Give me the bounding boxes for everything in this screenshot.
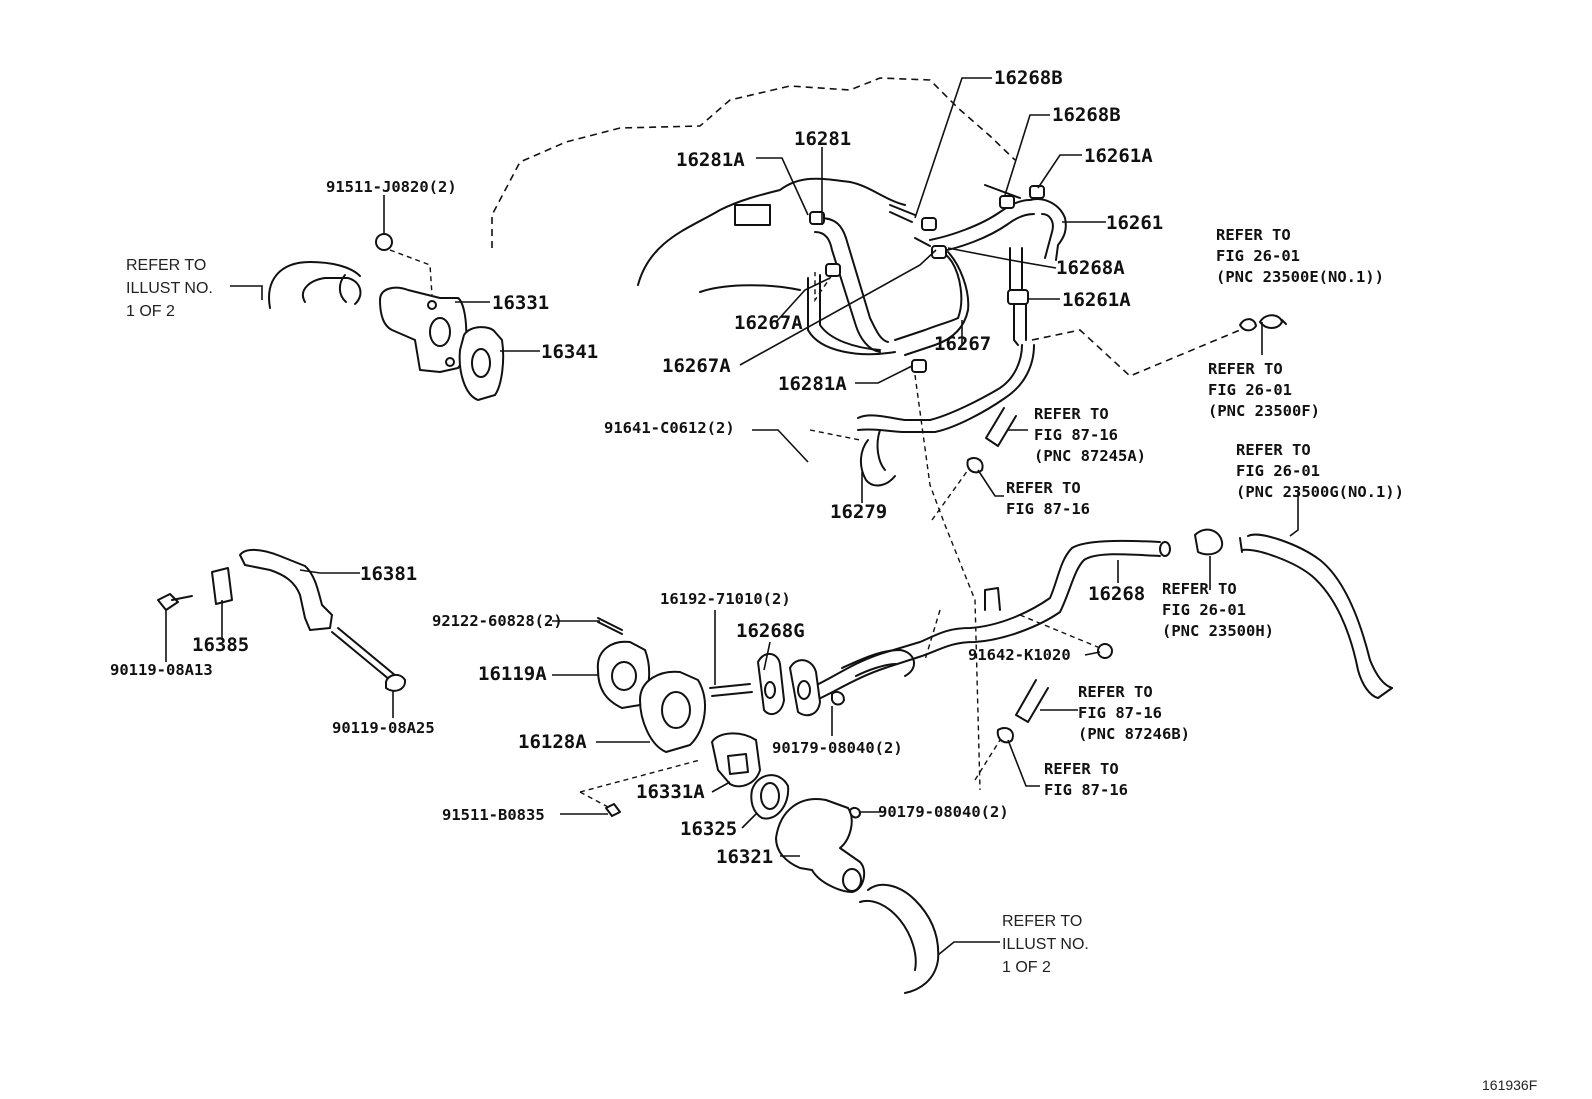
label-90179-08040-lower: 90179-08040(2): [878, 803, 1009, 821]
ref-line: REFER TO: [1208, 360, 1283, 378]
water-inlet-16331: [375, 233, 468, 373]
ref-23500H: REFER TO FIG 26-01 (PNC 23500H): [1162, 580, 1274, 640]
label-16192-71010: 16192-71010(2): [660, 590, 791, 608]
ref-line: ILLUST NO.: [126, 280, 213, 297]
ref-illust-bottom: REFER TO ILLUST NO. 1 OF 2: [1002, 913, 1089, 976]
label-16281: 16281: [794, 128, 851, 150]
ref-illust-top: REFER TO ILLUST NO. 1 OF 2: [126, 257, 213, 320]
ref-line: 1 OF 2: [126, 303, 175, 320]
label-16325: 16325: [680, 818, 737, 840]
ref-line: FIG 26-01: [1216, 247, 1300, 265]
label-16267A-top: 16267A: [734, 312, 803, 334]
label-91641-C0612: 91641-C0612(2): [604, 419, 735, 437]
ref-line: REFER TO: [1162, 580, 1237, 598]
label-16128A: 16128A: [518, 731, 587, 753]
ref-line: REFER TO: [1078, 683, 1153, 701]
ref-line: REFER TO: [1034, 405, 1109, 423]
label-16268G: 16268G: [736, 620, 805, 642]
reference-notes: REFER TO ILLUST NO. 1 OF 2 REFER TO ILLU…: [126, 226, 1404, 976]
ref-line: 1 OF 2: [1002, 959, 1051, 976]
ref-line: FIG 87-16: [1006, 500, 1090, 518]
small-hoses: [931, 407, 1049, 781]
label-16279: 16279: [830, 501, 887, 523]
ref-line: FIG 87-16: [1044, 781, 1128, 799]
ref-87246B: REFER TO FIG 87-16 (PNC 87246B): [1078, 683, 1190, 743]
label-16268B-second: 16268B: [1052, 104, 1121, 126]
ref-23500E: REFER TO FIG 26-01 (PNC 23500E(NO.1)): [1216, 226, 1384, 286]
label-16268B-top: 16268B: [994, 67, 1063, 89]
ref-line: (PNC 87246B): [1078, 725, 1190, 743]
label-16321: 16321: [716, 846, 773, 868]
leader-lines: [165, 77, 1299, 956]
upper-hose-reference: [268, 261, 362, 309]
part-labels: 16268B 16268B 16261A 16281 16281A 16261 …: [110, 67, 1163, 868]
label-16261A-bottom: 16261A: [1062, 289, 1131, 311]
engine-outline: [491, 77, 1016, 293]
label-16267A-bottom: 16267A: [662, 355, 731, 377]
water-pipe-16268: [805, 539, 1171, 703]
label-16268A: 16268A: [1056, 257, 1125, 279]
label-16331A: 16331A: [636, 781, 705, 803]
ref-line: (PNC 23500G(NO.1)): [1236, 483, 1404, 501]
bracket-16381: [157, 548, 407, 692]
ref-line: (PNC 23500H): [1162, 622, 1274, 640]
ref-23500F: REFER TO FIG 26-01 (PNC 23500F): [1208, 360, 1320, 420]
label-92122-60828: 92122-60828(2): [432, 612, 563, 630]
label-16341: 16341: [541, 341, 598, 363]
ref-line: REFER TO: [126, 257, 206, 274]
label-16385: 16385: [192, 634, 249, 656]
lower-hose-reference: [859, 883, 940, 994]
label-91511-J0820: 91511-J0820(2): [326, 178, 457, 196]
ref-23500G: REFER TO FIG 26-01 (PNC 23500G(NO.1)): [1236, 441, 1404, 501]
upper-hose-cluster: [807, 184, 1067, 373]
ref-line: (PNC 23500E(NO.1)): [1216, 268, 1384, 286]
gasket-16341: [458, 326, 505, 401]
water-pipe-16279: [809, 344, 1035, 791]
ref-87-16-lower: REFER TO FIG 87-16: [1044, 760, 1128, 799]
label-16119A: 16119A: [478, 663, 547, 685]
ref-line: REFER TO: [1236, 441, 1311, 459]
thermostat-housing: [596, 617, 845, 753]
ref-line: REFER TO: [1216, 226, 1291, 244]
ref-87-16-upper: REFER TO FIG 87-16: [1006, 479, 1090, 518]
ref-line: FIG 87-16: [1078, 704, 1162, 722]
ref-line: FIG 87-16: [1034, 426, 1118, 444]
label-90119-08A25: 90119-08A25: [332, 719, 435, 737]
ref-line: ILLUST NO.: [1002, 936, 1089, 953]
label-16331: 16331: [492, 292, 549, 314]
label-16381: 16381: [360, 563, 417, 585]
label-90179-08040-upper: 90179-08040(2): [772, 739, 903, 757]
label-16268: 16268: [1088, 583, 1145, 605]
label-91642-K1020: 91642-K1020: [968, 646, 1071, 664]
ref-line: FIG 26-01: [1236, 462, 1320, 480]
thermostat-16331A: [579, 732, 761, 817]
figure-id: 161936F: [1482, 1077, 1537, 1093]
gasket-16325: [750, 774, 790, 820]
right-hoses: [1031, 314, 1393, 699]
ref-line: REFER TO: [1006, 479, 1081, 497]
ref-87245A: REFER TO FIG 87-16 (PNC 87245A): [1034, 405, 1146, 465]
ref-line: REFER TO: [1044, 760, 1119, 778]
label-16267: 16267: [934, 333, 991, 355]
outlet-16321: [775, 798, 866, 893]
label-16261: 16261: [1106, 212, 1163, 234]
label-16281A-bottom: 16281A: [778, 373, 847, 395]
label-91511-B0835: 91511-B0835: [442, 806, 545, 824]
label-16261A-top: 16261A: [1084, 145, 1153, 167]
ref-line: FIG 26-01: [1162, 601, 1246, 619]
label-16281A-top: 16281A: [676, 149, 745, 171]
ref-line: (PNC 87245A): [1034, 447, 1146, 465]
ref-line: (PNC 23500F): [1208, 402, 1320, 420]
label-90119-08A13: 90119-08A13: [110, 661, 213, 679]
ref-line: FIG 26-01: [1208, 381, 1292, 399]
ref-line: REFER TO: [1002, 913, 1082, 930]
